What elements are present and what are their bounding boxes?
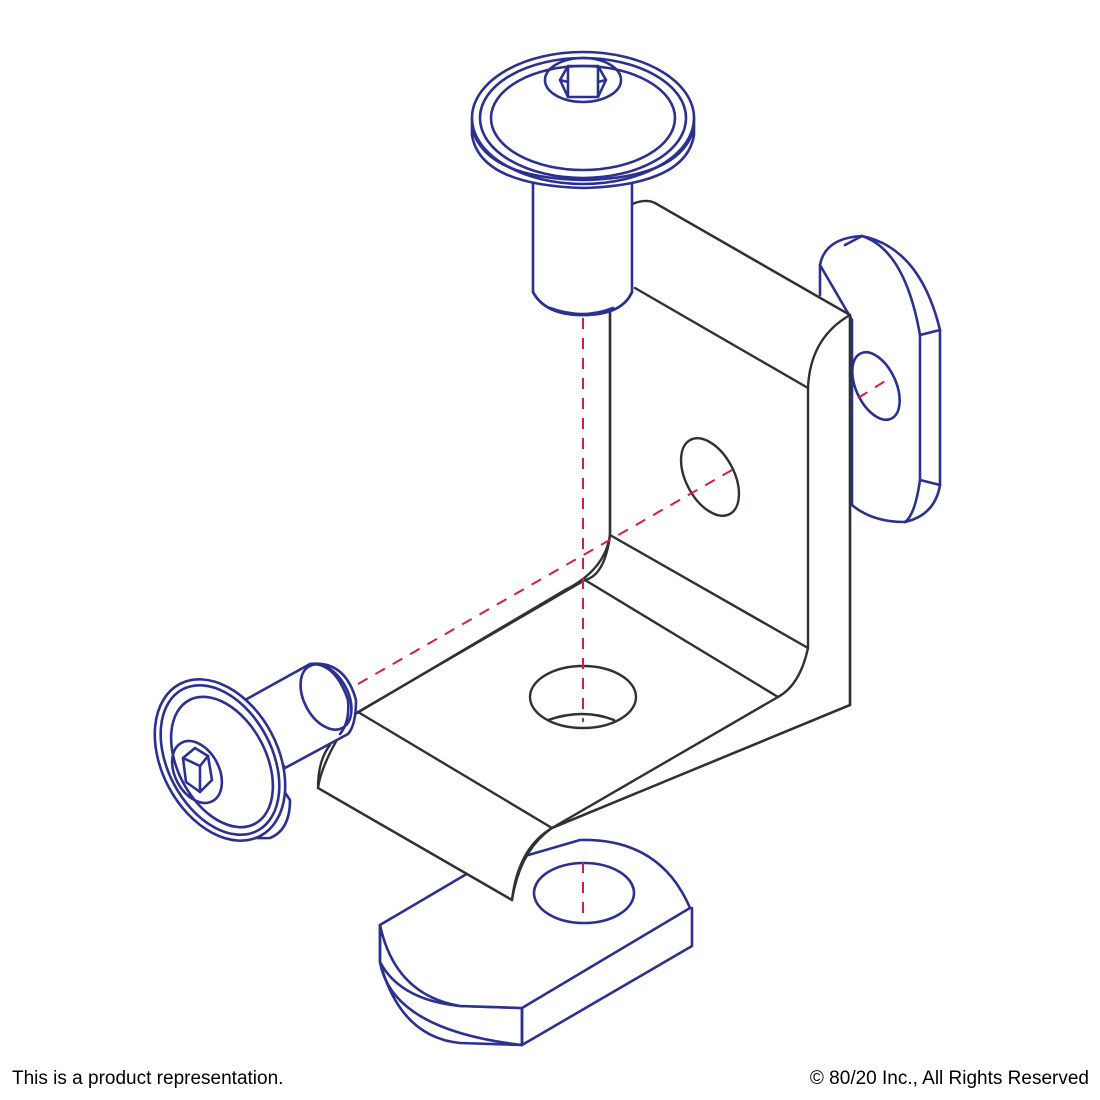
top-screw <box>470 50 696 317</box>
left-screw <box>153 662 358 842</box>
l-bracket <box>316 199 852 902</box>
right-t-nut <box>818 234 942 524</box>
right-nut-hole <box>851 350 901 422</box>
center-lines <box>357 318 891 918</box>
copyright-notice: © 80/20 Inc., All Rights Reserved <box>809 1068 1089 1089</box>
left-hex-socket <box>181 746 214 794</box>
vertical-leg-hole <box>679 437 741 517</box>
bottom-t-nut <box>378 838 694 1047</box>
product-representation-note: This is a product representation. <box>12 1068 284 1089</box>
